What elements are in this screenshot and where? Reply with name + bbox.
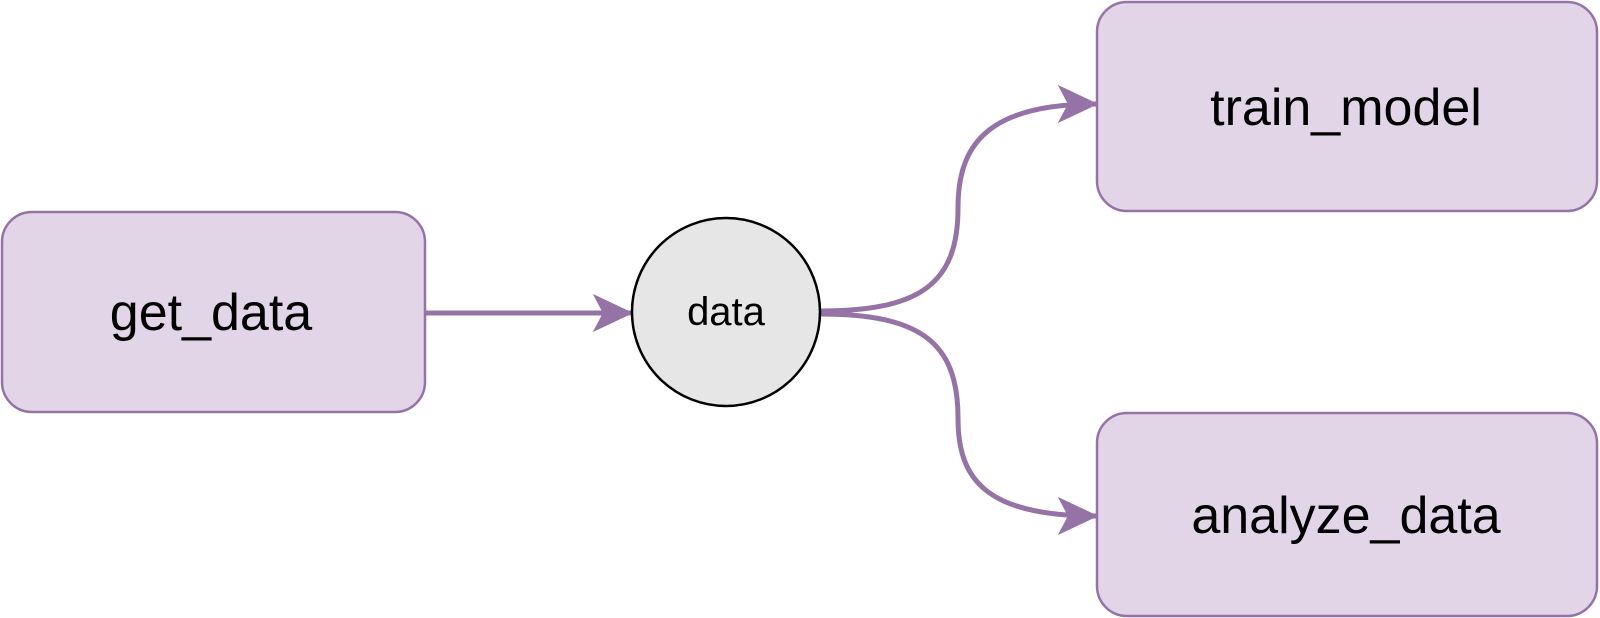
node-get-data[interactable]: get_data bbox=[0, 210, 427, 414]
node-get-data-label: get_data bbox=[110, 284, 312, 342]
node-get-data-box bbox=[0, 210, 427, 414]
edge-data-to-analyze-data bbox=[819, 311, 1096, 516]
node-train-model-label: train_model bbox=[1210, 79, 1482, 137]
node-analyze-data-label: analyze_data bbox=[1191, 487, 1500, 545]
edge-data-to-train-model bbox=[819, 104, 1096, 314]
node-data-label: data bbox=[687, 290, 766, 334]
edges bbox=[425, 104, 1096, 516]
node-train-model-box bbox=[1095, 0, 1599, 213]
node-analyze-data-box bbox=[1095, 411, 1599, 618]
node-analyze-data[interactable]: analyze_data bbox=[1095, 411, 1599, 618]
node-data-circle bbox=[630, 216, 822, 408]
node-train-model[interactable]: train_model bbox=[1095, 0, 1599, 213]
node-data[interactable]: data bbox=[630, 216, 822, 408]
